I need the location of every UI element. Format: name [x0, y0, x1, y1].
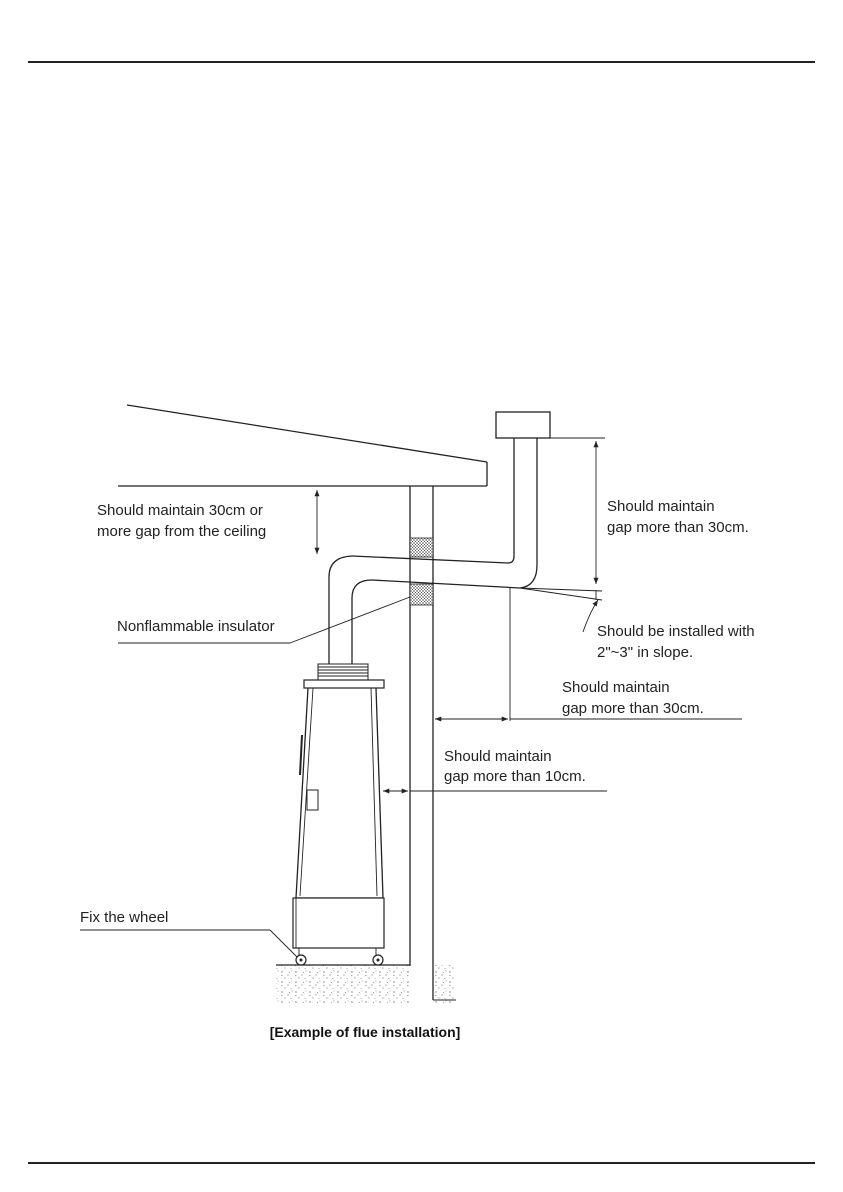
wall — [410, 486, 433, 1000]
insulator-label: Nonflammable insulator — [117, 618, 275, 635]
wall-insulator-upper — [410, 538, 433, 557]
wall-insulator-lower — [410, 584, 433, 605]
wheel-leader — [80, 930, 297, 957]
slope-label-line1: Should be installed with — [597, 623, 755, 640]
wheel-label: Fix the wheel — [80, 909, 168, 926]
slope-label-line2: 2"~3" in slope. — [597, 644, 693, 661]
flue-cap — [496, 412, 550, 438]
heater-unit — [293, 664, 384, 965]
roof-eave — [118, 405, 487, 486]
top-gap-label-line2: gap more than 30cm. — [607, 519, 749, 536]
diagram-caption: [Example of flue installation] — [270, 1024, 461, 1040]
wall-gap10-label-line1: Should maintain — [444, 748, 552, 765]
ceiling-gap-label-line2: more gap from the ceiling — [97, 523, 266, 540]
wall-gap30-label-line1: Should maintain — [562, 679, 670, 696]
wall-gap10-label-line2: gap more than 10cm. — [444, 768, 586, 785]
dim-top-gap — [520, 438, 605, 632]
wall-gap30-label-line2: gap more than 30cm. — [562, 700, 704, 717]
top-gap-label-line1: Should maintain — [607, 498, 715, 515]
ceiling-gap-label-line1: Should maintain 30cm or — [97, 502, 263, 519]
floor — [276, 965, 456, 1003]
flue-pipe — [329, 412, 550, 664]
